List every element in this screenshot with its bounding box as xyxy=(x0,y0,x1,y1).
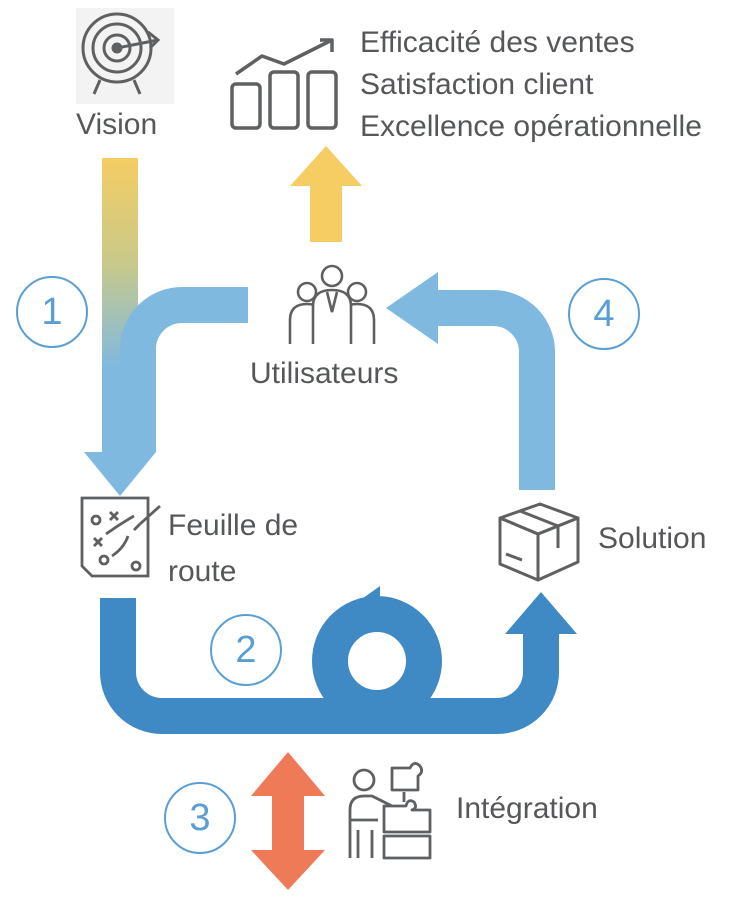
vision-label: Vision xyxy=(76,108,158,141)
package-box-icon xyxy=(498,502,580,582)
users-label: Utilisateurs xyxy=(250,357,399,390)
solution-label: Solution xyxy=(598,522,707,555)
outcome-sales-efficiency: Efficacité des ventes xyxy=(360,26,635,59)
step-number-4: 4 xyxy=(568,278,640,350)
solution-to-users-arrow xyxy=(386,272,555,490)
outcome-operational-excellence: Excellence opérationnelle xyxy=(360,110,702,143)
outcome-up-arrow xyxy=(290,146,362,242)
step-number-3: 3 xyxy=(164,782,236,854)
roadmap-label-line-1: Feuille de xyxy=(168,509,299,542)
integration-label: Intégration xyxy=(456,792,598,825)
target-icon xyxy=(76,8,174,104)
strategy-map-icon xyxy=(80,496,161,578)
users-group-icon xyxy=(288,264,376,344)
users-to-roadmap-connector xyxy=(120,287,248,452)
development-loop-arrow xyxy=(100,586,577,734)
integration-double-arrow xyxy=(251,752,325,890)
roadmap-label-line-2: route xyxy=(168,555,237,588)
growth-chart-icon xyxy=(230,38,338,130)
step-number-1: 1 xyxy=(16,276,88,348)
outcome-customer-satisfaction: Satisfaction client xyxy=(360,68,594,101)
step-number-2: 2 xyxy=(210,614,282,686)
puzzle-person-icon xyxy=(348,762,432,860)
roadmap-label: Feuille de route xyxy=(168,503,298,595)
outcomes-list: Efficacité des ventes Satisfaction clien… xyxy=(360,22,702,148)
